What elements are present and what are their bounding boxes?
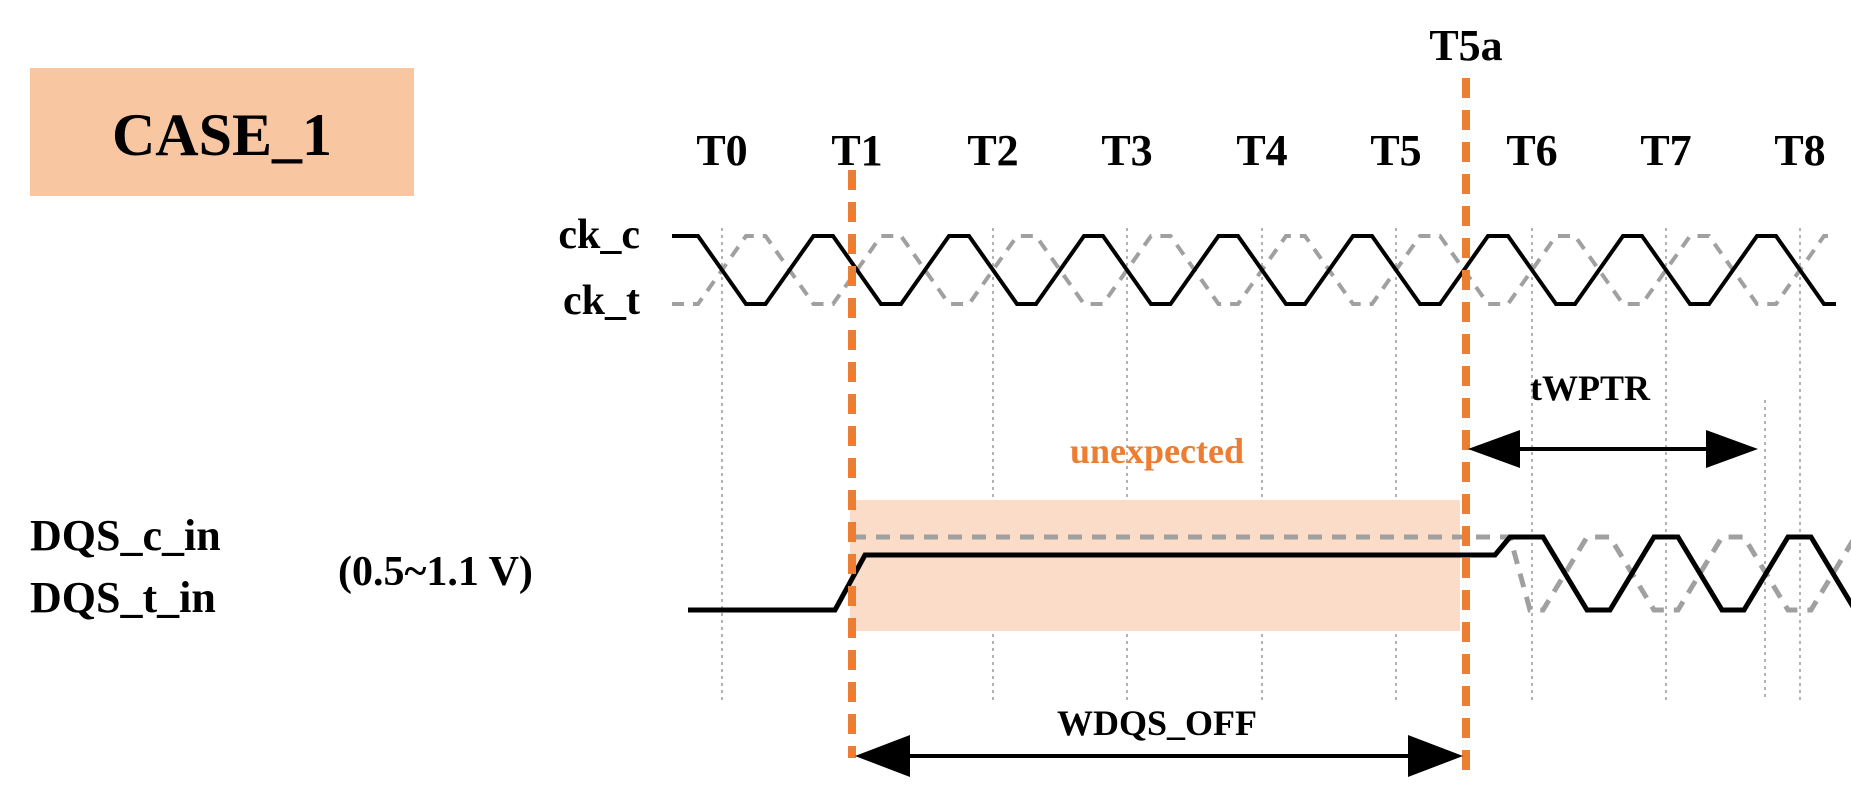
twptr-label: tWPTR (1530, 368, 1651, 408)
ck-t-waveform (672, 234, 1836, 306)
clock-tick-labels: T0 T1 T2 T3 T4 T5 T6 T7 T8 (696, 126, 1825, 175)
dqs-t-in-label: DQS_t_in (30, 573, 216, 622)
tick-label-t0: T0 (696, 126, 747, 175)
case-box (30, 68, 414, 196)
dqs-c-waveform (688, 534, 1851, 613)
tick-label-t6: T6 (1506, 126, 1557, 175)
unexpected-label: unexpected (1070, 431, 1244, 471)
twptr-arrow (1468, 430, 1758, 468)
ck-t-label: ck_t (563, 278, 640, 324)
case-label: CASE_1 (112, 102, 332, 168)
ck-c-label: ck_c (558, 212, 640, 258)
t5a-label: T5a (1429, 21, 1502, 70)
tick-label-t5: T5 (1370, 126, 1421, 175)
voltage-range-label: (0.5~1.1 V) (338, 549, 533, 595)
ck-c-waveform (672, 234, 1836, 306)
wdqs-off-label: WDQS_OFF (1057, 703, 1257, 743)
tick-label-t8: T8 (1774, 126, 1825, 175)
dqs-c-in-label: DQS_c_in (30, 511, 221, 560)
tick-label-t1: T1 (831, 126, 882, 175)
wdqs-off-arrow (855, 735, 1463, 777)
tick-label-t4: T4 (1236, 126, 1287, 175)
tick-label-t2: T2 (967, 126, 1018, 175)
tick-label-t7: T7 (1640, 126, 1691, 175)
tick-label-t3: T3 (1101, 126, 1152, 175)
unexpected-region (850, 500, 1460, 631)
